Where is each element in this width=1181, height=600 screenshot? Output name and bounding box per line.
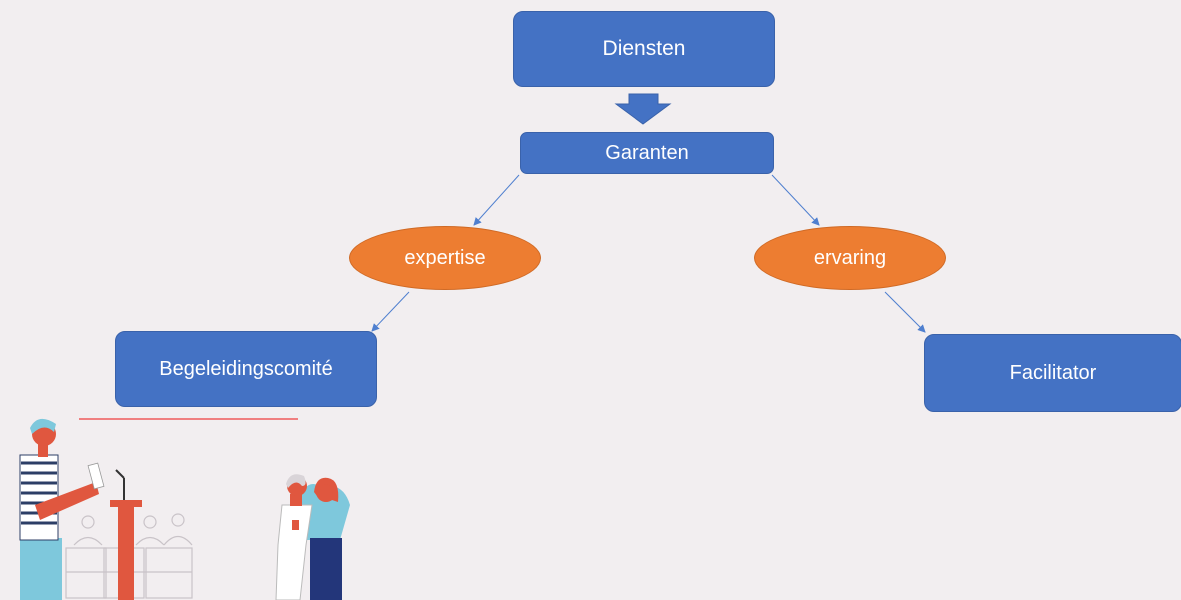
node-diensten: Diensten: [513, 11, 775, 87]
connector-expertise-begeleidingscomite: [371, 291, 410, 332]
connector-ervaring-facilitator: [884, 291, 926, 333]
node-ervaring-label: ervaring: [813, 246, 887, 269]
node-begeleidingscomite-label: Begeleidingscomité: [159, 357, 333, 380]
node-diensten-label: Diensten: [602, 37, 686, 60]
two-women-illustration: [275, 474, 350, 600]
node-facilitator: Facilitator: [924, 334, 1181, 412]
node-garanten-label: Garanten: [605, 141, 689, 164]
node-garanten: Garanten: [520, 132, 774, 174]
node-begeleidingscomite: Begeleidingscomité: [115, 331, 377, 407]
connector-garanten-ervaring: [771, 174, 820, 226]
speaker-at-podium-illustration: [19, 418, 193, 600]
block-arrow-diensten-garanten: [614, 93, 672, 125]
connector-garanten-expertise: [473, 174, 520, 226]
node-facilitator-label: Facilitator: [1009, 361, 1097, 384]
node-expertise-label: expertise: [404, 246, 486, 269]
node-expertise: expertise: [349, 226, 541, 290]
node-ervaring: ervaring: [754, 226, 946, 290]
